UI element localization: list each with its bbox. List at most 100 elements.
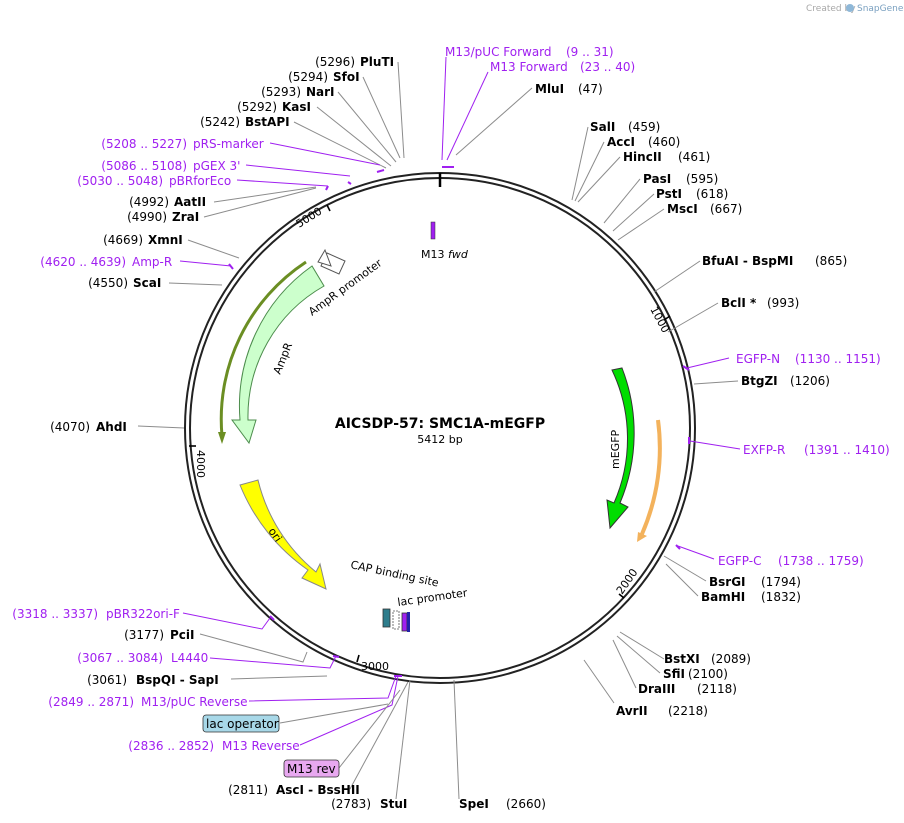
enzyme-leader-lines: [137, 61, 739, 800]
enzyme-bspqi-pos: (3061): [87, 673, 127, 687]
enzyme-bsrgi-name: BsrGI: [709, 575, 746, 589]
enzyme-btgzi-pos: (1206): [790, 374, 830, 388]
leader-bsrgi: [663, 555, 707, 582]
leader-avrii: [583, 659, 615, 704]
leader-pbrforeco: [236, 179, 329, 187]
lac-operator-badge: [202, 714, 280, 733]
leader-bstapi: [293, 121, 387, 169]
primer-m13-fwd-name: M13 Forward: [490, 60, 568, 74]
enzyme-bstxi-pos: (2089): [711, 652, 751, 666]
enzyme-psti-pos: (618): [696, 187, 728, 201]
enzyme-aatii-pos: (4992): [129, 195, 169, 209]
m13-rev-badge: [283, 759, 340, 778]
tick-label-4000: 4000: [194, 450, 207, 478]
leader-sfoi: [362, 76, 401, 159]
tick-3000: [356, 654, 360, 663]
m13-fwd-marker: [430, 221, 436, 240]
enzyme-sfii-name: SfiI: [663, 667, 685, 681]
m13-fwd-label-italic: fwd: [448, 248, 469, 261]
enzyme-bstapi-pos: (5242): [200, 115, 240, 129]
leader-asci: [349, 681, 409, 790]
leader-bcli: [667, 302, 719, 333]
enzyme-sfoi-name: SfoI: [333, 70, 360, 84]
primer-tick-egfpn: [682, 365, 690, 371]
snapgene-logo-icon: [846, 4, 854, 12]
megfp-arrow: [606, 367, 635, 530]
leader-nari: [337, 91, 397, 163]
leader-msci: [617, 208, 665, 241]
m13-rev-box: [407, 612, 410, 632]
primer-egfpn-name: EGFP-N: [736, 352, 780, 366]
primer-pgex-name: pGEX 3': [193, 159, 240, 173]
primer-ampr-name: Amp-R: [132, 255, 172, 269]
leader-bspqi: [230, 675, 328, 680]
enzyme-bcli-name: BclI *: [721, 296, 757, 310]
primer-m13puc-rev-name: M13/pUC Reverse: [141, 695, 248, 709]
primer-m13-rev-name: M13 Reverse: [222, 739, 300, 753]
leader-pcii: [199, 633, 308, 663]
leader-ampr-primer: [179, 260, 232, 267]
enzyme-labels: (5296) PluTI (5294) SfoI (5293) NarI (52…: [50, 55, 847, 811]
primer-prs-name: pRS-marker: [193, 137, 264, 151]
primer-m13-rev-range: (2836 .. 2852): [128, 739, 214, 753]
enzyme-bstapi-name: BstAPI: [245, 115, 290, 129]
leader-bamhi: [665, 563, 699, 597]
leader-lac-operator: [279, 703, 389, 724]
enzyme-asci-name: AscI - BssHII: [276, 783, 360, 797]
ori-arrow: [239, 479, 327, 590]
enzyme-acci-pos: (460): [648, 135, 680, 149]
enzyme-ahdi-name: AhdI: [96, 420, 127, 434]
leader-bfuai: [653, 260, 701, 293]
leader-m13puc-rev: [248, 675, 397, 702]
leader-pbr322: [182, 612, 271, 630]
enzyme-pluti-pos: (5296): [315, 55, 355, 69]
m13-fwd-label: M13 fwd: [421, 248, 469, 261]
tick-1000: [663, 315, 671, 321]
enzyme-scai-name: ScaI: [133, 276, 161, 290]
leader-m13-rev: [299, 675, 399, 746]
leader-scai: [168, 282, 223, 286]
lac-operator-box: [401, 612, 408, 632]
primer-leader-lines: [179, 56, 741, 746]
enzyme-kasi-pos: (5292): [237, 100, 277, 114]
enzyme-msci-name: MscI: [667, 202, 698, 216]
leader-sali: [571, 126, 589, 201]
enzyme-bstxi-name: BstXI: [664, 652, 700, 666]
enzyme-asci-pos: (2811): [228, 783, 268, 797]
leader-pasi: [603, 178, 641, 224]
enzyme-draiii-name: DraIII: [638, 682, 675, 696]
leader-spei: [453, 679, 460, 800]
orange-feature-arrowhead: [637, 532, 647, 542]
cap-binding-site-box: [382, 608, 391, 628]
leader-sfii: [616, 635, 661, 674]
m13-fwd-label-main: M13: [421, 248, 448, 261]
enzyme-hincii-pos: (461): [678, 150, 710, 164]
enzyme-bspqi-name: BspQI - SapI: [136, 673, 219, 687]
ampr-promoter-arrowhead: [317, 248, 332, 267]
m13-rev-badge-label: M13 rev: [287, 762, 336, 776]
primer-tick-pbr: [325, 185, 329, 191]
enzyme-xmni-name: XmnI: [148, 233, 183, 247]
orange-feature-arc: [640, 419, 662, 535]
ampr-arrow: [231, 265, 325, 445]
enzyme-bfuai-pos: (865): [815, 254, 847, 268]
primer-tick-pgex: [347, 181, 352, 185]
enzyme-nari-name: NarI: [306, 85, 335, 99]
enzyme-pcii-pos: (3177): [124, 628, 164, 642]
enzyme-bcli-pos: (993): [767, 296, 799, 310]
leader-btgzi: [693, 380, 739, 385]
cap-binding-site-label: CAP binding site: [349, 558, 440, 589]
primer-tick-egfpc: [675, 544, 681, 550]
primer-m13-fwd-range: (23 .. 40): [580, 60, 635, 74]
tick-label-3000: 3000: [361, 660, 389, 673]
enzyme-avrii-name: AvrII: [616, 704, 648, 718]
tick-2000: [618, 593, 625, 599]
enzyme-spei-pos: (2660): [506, 797, 546, 811]
leader-egfpc: [677, 545, 715, 560]
primer-pbr322-name: pBR322ori-F: [106, 607, 180, 621]
leader-pluti: [397, 61, 405, 159]
enzyme-aatii-name: AatII: [174, 195, 206, 209]
enzyme-nari-pos: (5293): [261, 85, 301, 99]
primer-egfpc-name: EGFP-C: [718, 554, 761, 568]
